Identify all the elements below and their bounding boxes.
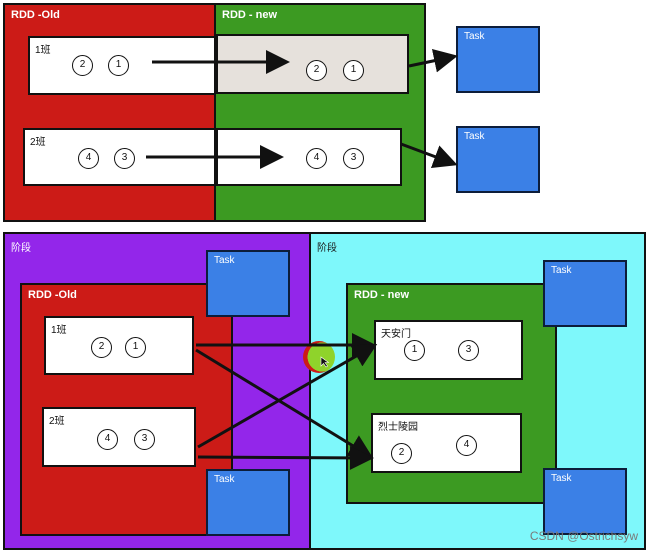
bottom-old-row2-label: 2班 bbox=[49, 416, 65, 427]
cursor-highlight bbox=[303, 341, 335, 373]
bottom-old-row1-num-2: 1 bbox=[125, 337, 146, 358]
top-row1-new-num-1: 2 bbox=[306, 60, 327, 81]
bottom-new-row2-label: 烈士陵园 bbox=[378, 422, 418, 433]
top-row2-new-num-1: 4 bbox=[306, 148, 327, 169]
bottom-old-row2-num-1: 4 bbox=[97, 429, 118, 450]
top-task-1-label: Task bbox=[464, 31, 485, 42]
bottom-old-row1-label: 1班 bbox=[51, 325, 67, 336]
top-row1-new-num-2: 1 bbox=[343, 60, 364, 81]
bottom-old-row1-num-1: 2 bbox=[91, 337, 112, 358]
bottom-new-row2-box: 烈士陵园 2 4 bbox=[371, 413, 522, 473]
bottom-stage-left-title: 阶段 bbox=[11, 243, 31, 254]
bottom-left-task-bottom-label: Task bbox=[214, 474, 235, 485]
bottom-new-row1-label: 天安门 bbox=[381, 329, 411, 340]
top-row2-label: 2班 bbox=[30, 137, 46, 148]
bottom-new-row1-num-1: 1 bbox=[404, 340, 425, 361]
top-row2-new-num-2: 3 bbox=[343, 148, 364, 169]
bottom-new-rdd-title: RDD - new bbox=[354, 289, 409, 301]
bottom-left-task-bottom: Task bbox=[206, 469, 290, 536]
top-row1-old-box: 1班 2 1 bbox=[28, 36, 216, 95]
bottom-old-row2-box: 2班 4 3 bbox=[42, 407, 196, 467]
watermark: CSDN @Ostrichsyw bbox=[529, 529, 638, 543]
top-row2-old-box: 2班 4 3 bbox=[23, 128, 216, 186]
top-row1-old-num-2: 1 bbox=[108, 55, 129, 76]
top-task-1: Task bbox=[456, 26, 540, 93]
bottom-right-task-top-label: Task bbox=[551, 265, 572, 276]
bottom-old-row2-num-2: 3 bbox=[134, 429, 155, 450]
top-row1-new-box: 2 1 bbox=[216, 34, 409, 94]
bottom-right-task-top: Task bbox=[543, 260, 627, 327]
bottom-new-row2-num-1: 2 bbox=[391, 443, 412, 464]
top-row1-label: 1班 bbox=[35, 45, 51, 56]
bottom-new-row2-num-2: 4 bbox=[456, 435, 477, 456]
top-row2-old-num-2: 3 bbox=[114, 148, 135, 169]
bottom-stage-right-title: 阶段 bbox=[317, 243, 337, 254]
bottom-new-row1-num-2: 3 bbox=[458, 340, 479, 361]
bottom-left-task-top: Task bbox=[206, 250, 290, 317]
top-row2-new-box: 4 3 bbox=[216, 128, 402, 186]
bottom-right-task-bottom-label: Task bbox=[551, 473, 572, 484]
bottom-left-task-top-label: Task bbox=[214, 255, 235, 266]
bottom-new-row1-box: 天安门 1 3 bbox=[374, 320, 523, 380]
bottom-right-task-bottom: Task bbox=[543, 468, 627, 535]
bottom-old-row1-box: 1班 2 1 bbox=[44, 316, 194, 375]
top-new-rdd-title: RDD - new bbox=[222, 9, 277, 21]
top-task-2: Task bbox=[456, 126, 540, 193]
top-old-rdd-title: RDD -Old bbox=[11, 9, 60, 21]
top-task-2-label: Task bbox=[464, 131, 485, 142]
mouse-pointer-icon bbox=[320, 356, 330, 368]
bottom-old-rdd-title: RDD -Old bbox=[28, 289, 77, 301]
top-row2-old-num-1: 4 bbox=[78, 148, 99, 169]
top-row1-old-num-1: 2 bbox=[72, 55, 93, 76]
